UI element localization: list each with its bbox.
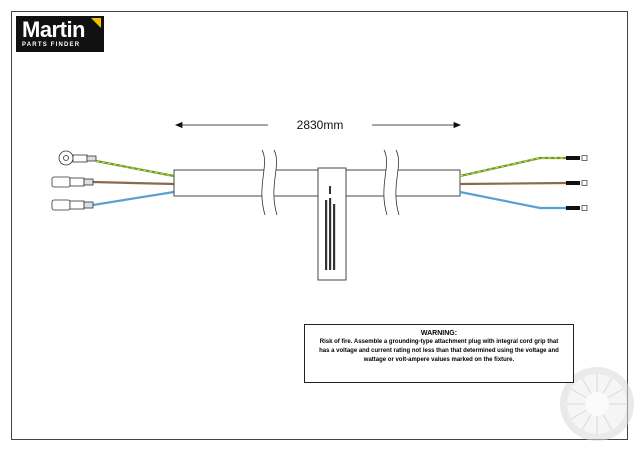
break-symbol-left-lines [261,149,278,216]
break-symbol-left [261,150,277,215]
sleeve-label [318,170,346,280]
warning-title: WARNING: [420,330,458,337]
left-wires [92,159,175,207]
cable-jacket [173,169,461,197]
logo-brand: Martin [22,17,86,42]
warning-body: Risk of fire. Assemble a grounding-type … [319,339,559,363]
martin-logo: Martin PARTS FINDER [16,16,104,52]
stripped-end-icon [566,180,588,186]
label-sleeve-text [325,186,336,270]
warning-box: WARNING: Risk of fire. Assemble a ground… [304,324,574,383]
spade-terminal-icon [51,199,94,211]
spade-terminal-icon [51,176,94,188]
label-sleeve [317,167,347,281]
watermark-seal-icon [560,367,634,441]
break-symbol-right-lines [383,149,400,216]
break-symbol-right [383,150,399,215]
stripped-end-icon [566,205,588,211]
dimension-line [174,121,462,129]
ring-terminal-icon [58,150,97,166]
logo-tagline: PARTS FINDER [22,42,81,48]
right-wires [459,156,567,210]
logo-flag-icon [91,18,101,28]
stripped-end-icon [566,155,588,161]
length-dimension: 2830mm [268,118,372,132]
drawing-border [11,11,628,440]
